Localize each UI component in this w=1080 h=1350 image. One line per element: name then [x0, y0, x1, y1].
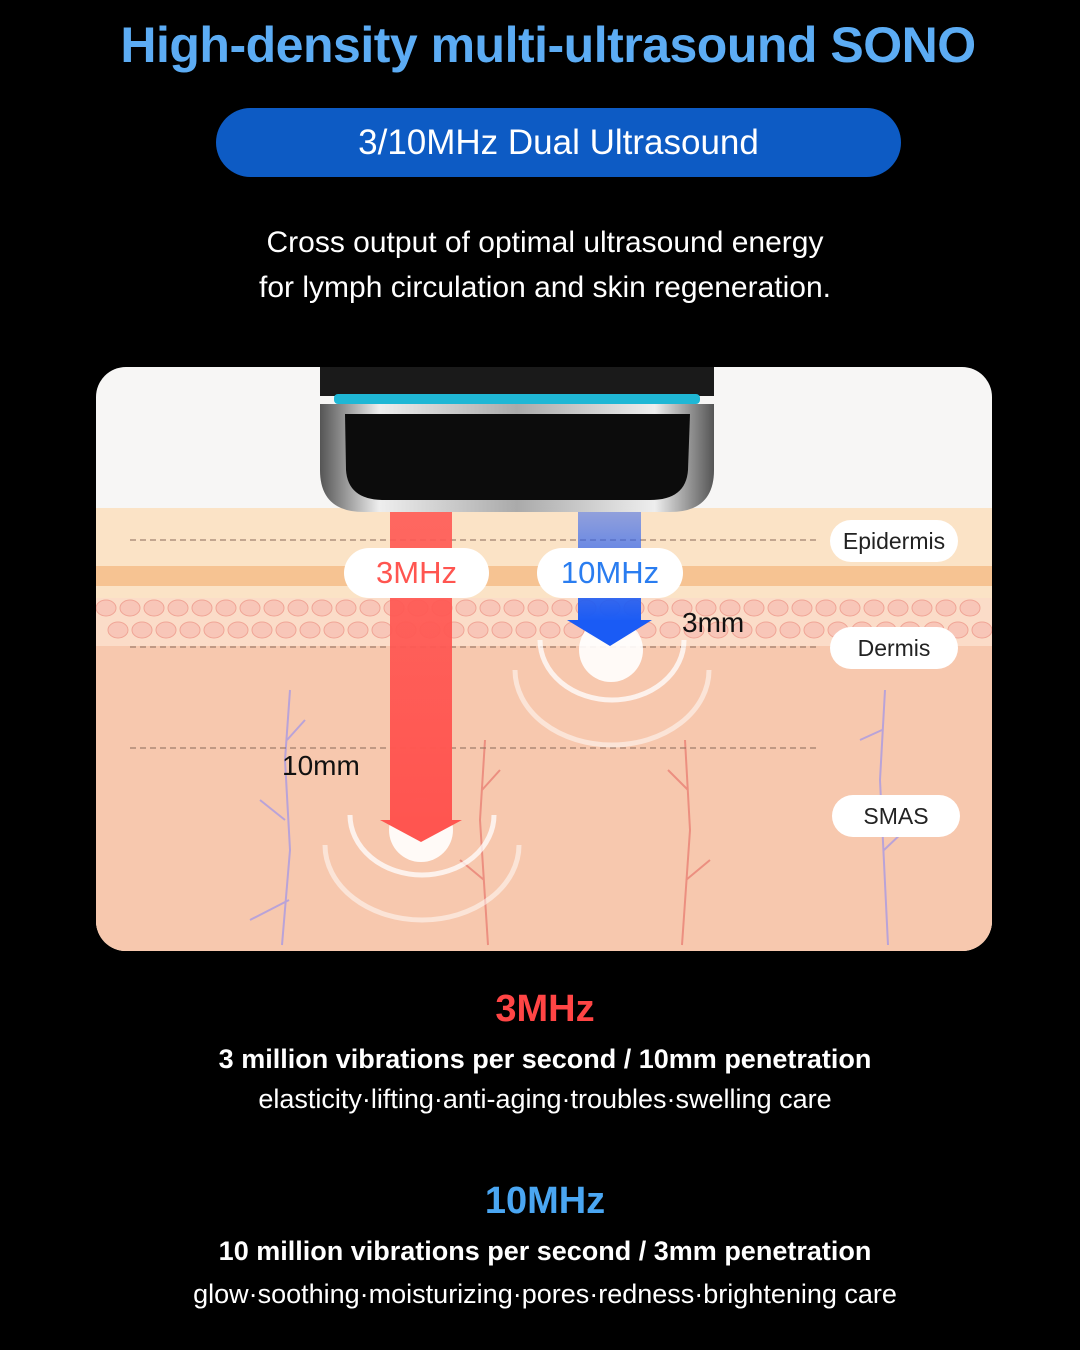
10mhz-benefits: glow·soothing·moisturizing·pores·redness…: [193, 1279, 897, 1309]
subtitle-line-1: Cross output of optimal ultrasound energ…: [266, 226, 824, 259]
skin-cell: [767, 599, 789, 617]
skin-cell: [347, 621, 369, 639]
skin-cell: [887, 599, 909, 617]
skin-cell: [839, 599, 861, 617]
skin-cell: [719, 599, 741, 617]
skin-cell: [455, 599, 477, 617]
skin-cell: [299, 621, 321, 639]
blood-vessels: [249, 689, 906, 946]
skin-cell: [791, 599, 813, 617]
skin-cell: [707, 621, 729, 639]
device-head-image: [320, 367, 714, 512]
skin-cell: [335, 599, 357, 617]
skin-cell: [755, 621, 777, 639]
10mm-depth-label: 10mm: [282, 750, 360, 781]
skin-cell: [695, 599, 717, 617]
skin-cell: [491, 621, 513, 639]
skin-cell: [275, 621, 297, 639]
skin-cell: [911, 599, 933, 617]
skin-cell: [143, 599, 165, 617]
smas-label: SMAS: [832, 795, 960, 837]
skin-cell: [467, 621, 489, 639]
skin-cell: [539, 621, 561, 639]
skin-cell: [779, 621, 801, 639]
skin-cell: [191, 599, 213, 617]
skin-cell: [815, 599, 837, 617]
3mhz-benefits: elasticity·lifting·anti-aging·troubles·s…: [258, 1084, 832, 1114]
skin-cell: [96, 599, 117, 617]
10mhz-label: 10MHz: [537, 548, 683, 598]
skin-cell: [323, 621, 345, 639]
skin-cell: [527, 599, 549, 617]
skin-cell: [515, 621, 537, 639]
10mhz-heading: 10MHz: [484, 1180, 606, 1222]
skin-cell: [131, 621, 153, 639]
subtitle-line-2: for lymph circulation and skin regenerat…: [259, 271, 831, 304]
skin-cell: [287, 599, 309, 617]
3mhz-label: 3MHz: [344, 548, 489, 598]
skin-cell: [479, 599, 501, 617]
skin-cell: [683, 621, 705, 639]
skin-cell: [311, 599, 333, 617]
3mm-depth-label: 3mm: [682, 607, 745, 638]
skin-cell: [215, 599, 237, 617]
skin-cell: [263, 599, 285, 617]
skin-cell: [971, 621, 992, 639]
skin-cell: [119, 599, 141, 617]
dual-ultrasound-badge: 3/10MHz Dual Ultrasound: [216, 108, 901, 177]
skin-cell: [179, 621, 201, 639]
skin-cell: [935, 599, 957, 617]
skin-cell: [239, 599, 261, 617]
skin-cell: [227, 621, 249, 639]
dermis-label: Dermis: [830, 627, 958, 669]
skin-cell: [371, 621, 393, 639]
skin-cell: [203, 621, 225, 639]
depth-lines: [130, 539, 820, 749]
skin-cell: [659, 621, 681, 639]
3mhz-description: 3 million vibrations per second / 10mm p…: [218, 1044, 872, 1074]
skin-cell: [359, 599, 381, 617]
skin-cell: [731, 621, 753, 639]
10mhz-description: 10 million vibrations per second / 3mm p…: [218, 1236, 872, 1266]
skin-cell: [155, 621, 177, 639]
skin-cell: [743, 599, 765, 617]
skin-cell: [647, 599, 669, 617]
skin-cell: [803, 621, 825, 639]
skin-cell: [863, 599, 885, 617]
skin-cell: [551, 599, 573, 617]
skin-diagram: /* placeholder */ 3MHz 10MHz 3mm 10mm Ep…: [96, 367, 992, 951]
3mhz-heading: 3MHz: [495, 988, 595, 1030]
skin-cell: [503, 599, 525, 617]
skin-cell: [251, 621, 273, 639]
epidermis-label: Epidermis: [830, 520, 958, 562]
skin-cell: [167, 599, 189, 617]
skin-cell: [671, 599, 693, 617]
skin-cell: [107, 621, 129, 639]
page-title: High-density multi-ultrasound SONO: [120, 17, 976, 73]
skin-cell: [959, 599, 981, 617]
